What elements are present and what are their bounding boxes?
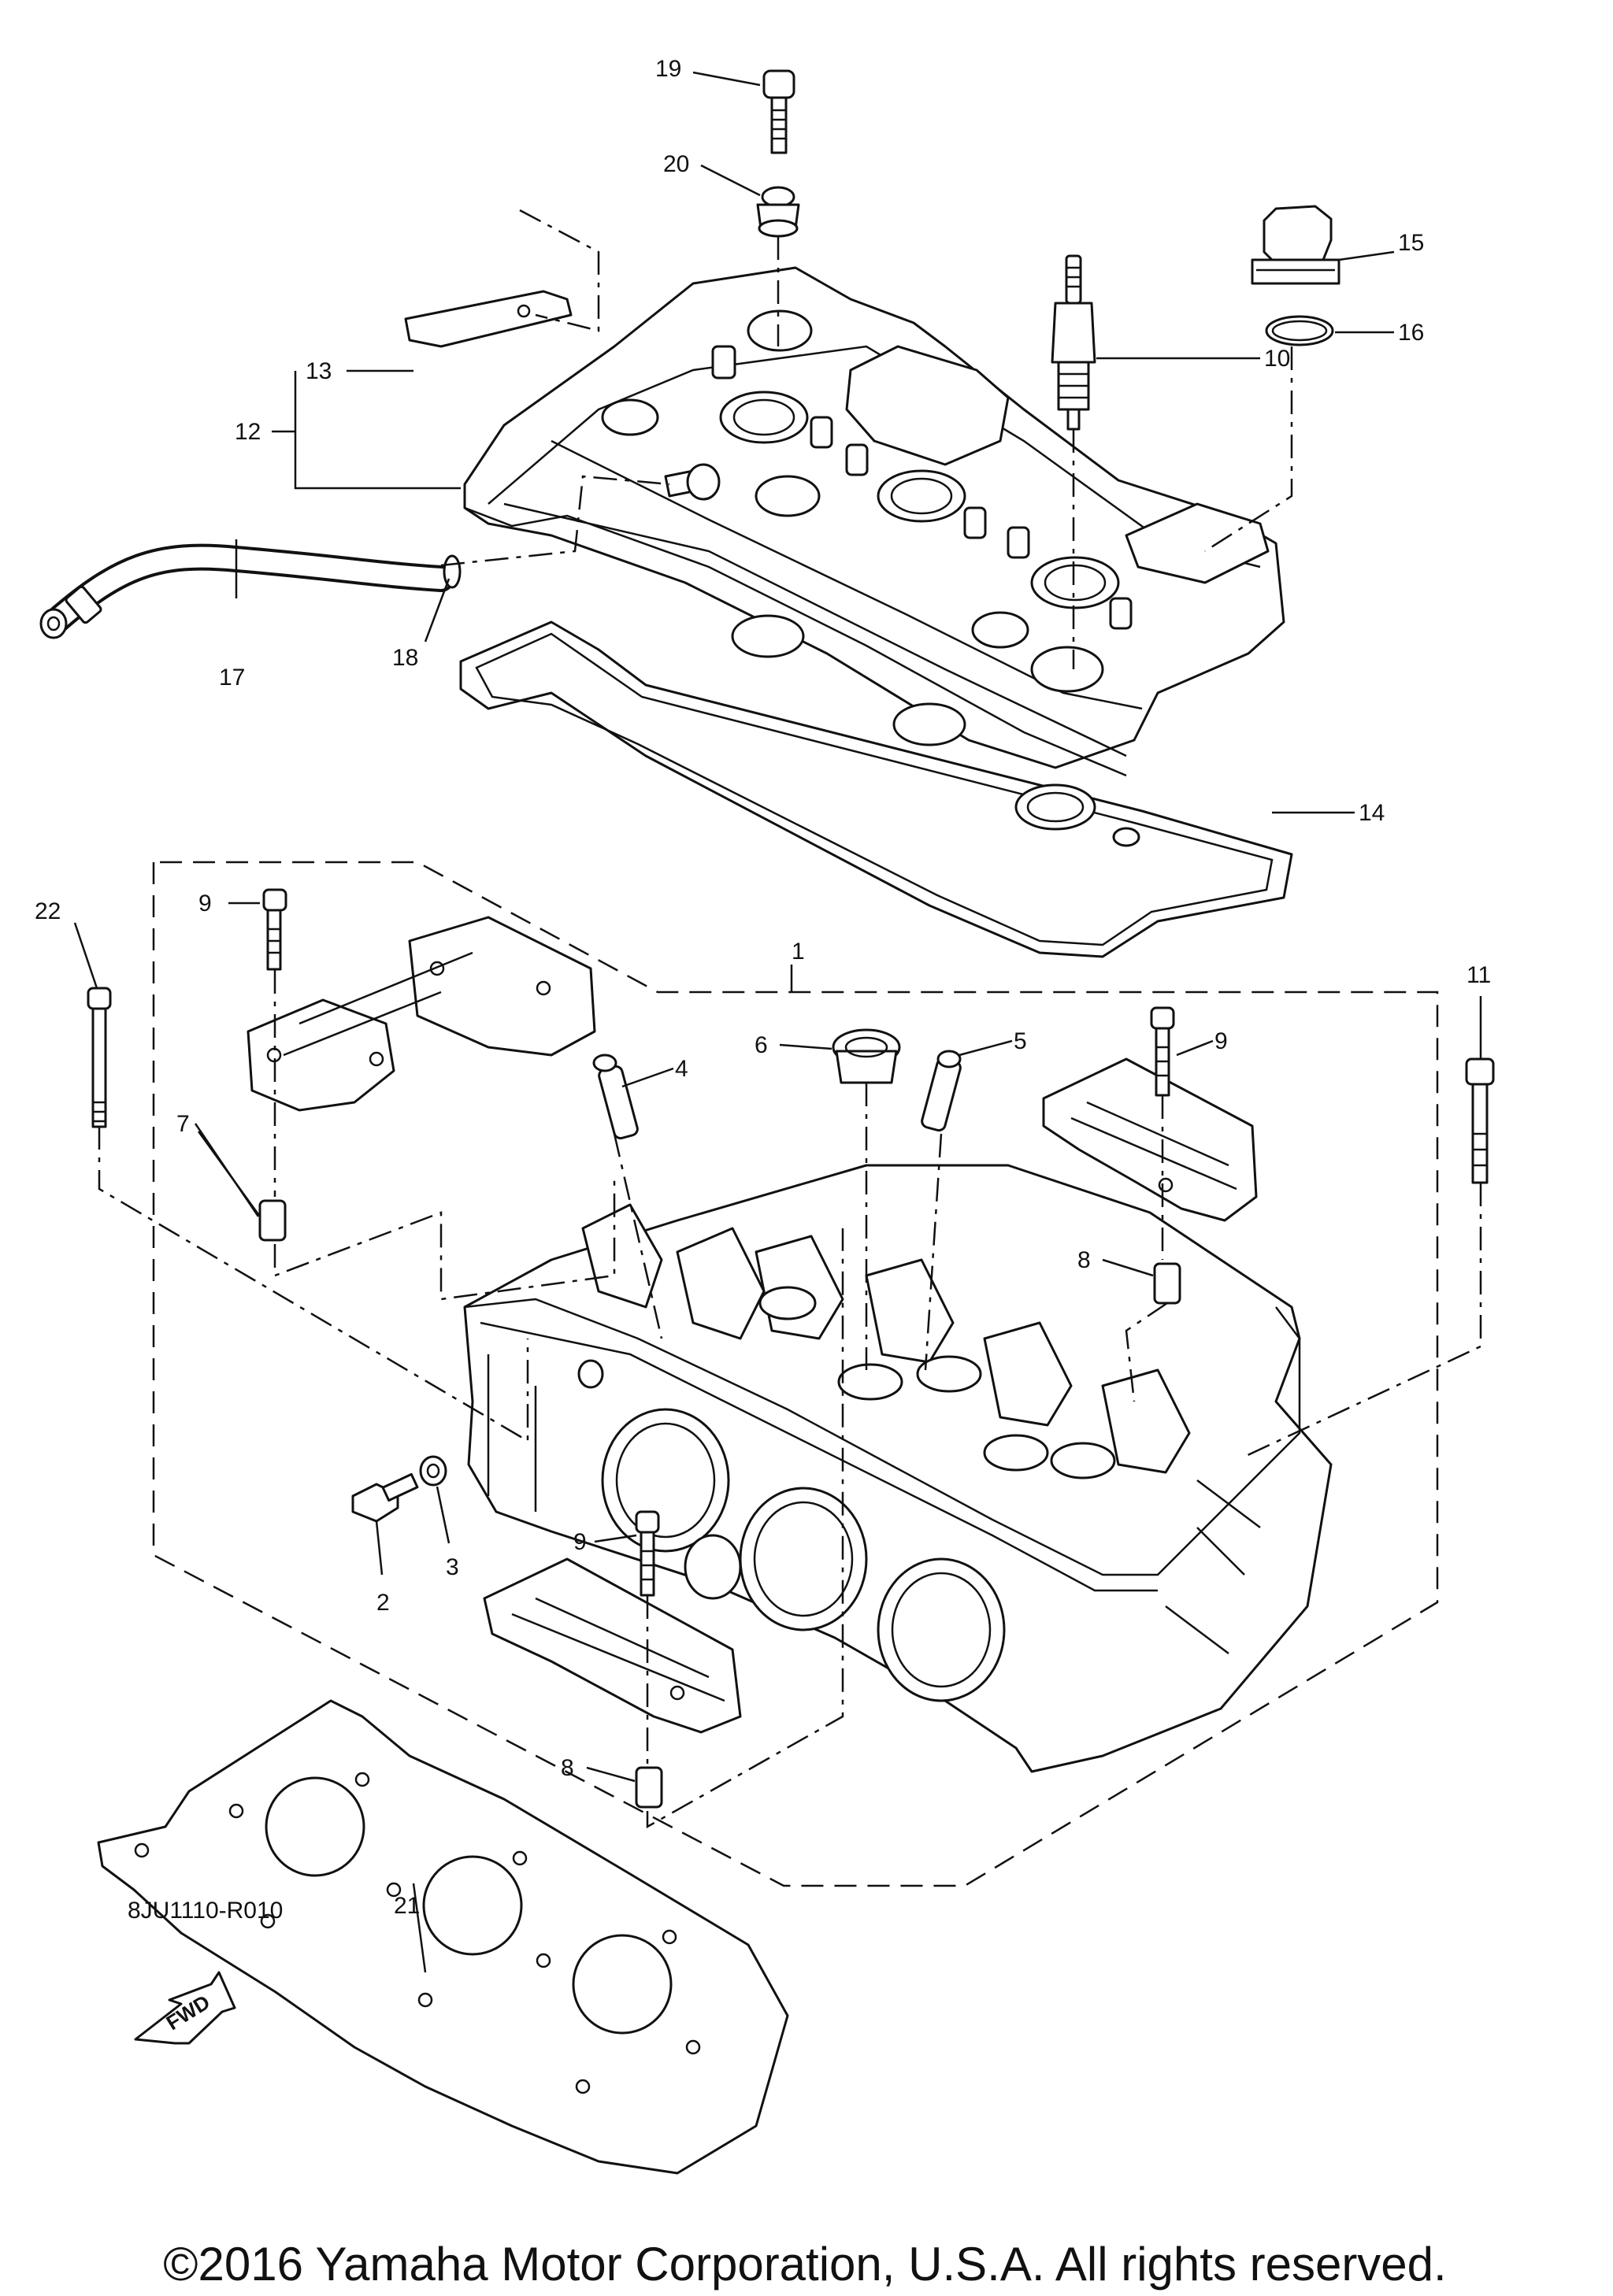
callout-5: 5: [1014, 1028, 1027, 1054]
cylinder-head-assembly-outline: [152, 861, 1439, 1887]
callout-10: 10: [1264, 346, 1290, 372]
callout-labels: 1 2 3 4 5 6 7 8 8 9 9 9 10 11 12 13 14 1…: [35, 56, 1491, 1919]
cylinder-head-gasket: [97, 1699, 789, 2175]
camshaft-cap-left: [247, 916, 596, 1112]
callout-9c: 9: [573, 1529, 587, 1555]
plug-cap: [832, 1028, 901, 1084]
breather-hose: [39, 543, 454, 639]
gasket-washer: [419, 1455, 447, 1487]
callout-16: 16: [1398, 320, 1424, 346]
stud-guide: [592, 1054, 639, 1140]
fwd-arrow-icon: FWD: [134, 1971, 236, 2045]
spark-plug: [1051, 254, 1096, 431]
dowel-pin: [258, 1199, 287, 1242]
callout-17: 17: [219, 665, 245, 691]
callout-1: 1: [792, 939, 805, 965]
cylinder-head: [463, 1164, 1333, 1773]
leader-lines: [73, 71, 1482, 1973]
head-bolt-long: [1465, 1057, 1495, 1184]
callout-8b: 8: [561, 1755, 574, 1781]
callout-14: 14: [1359, 800, 1385, 826]
callout-20: 20: [663, 151, 689, 177]
cylinder-head-cover: [459, 266, 1293, 958]
callout-19: 19: [655, 56, 681, 82]
cover-grommet: [756, 186, 800, 238]
callout-22: 22: [35, 898, 61, 924]
callout-21: 21: [394, 1893, 420, 1919]
oil-filler-cap: [1251, 205, 1340, 285]
cap-bolt: [262, 888, 287, 971]
callout-7: 7: [176, 1111, 190, 1137]
callout-3: 3: [446, 1554, 459, 1580]
camshaft-cap-lower: [483, 1557, 742, 1734]
callout-2: 2: [376, 1590, 390, 1616]
callout-12: 12: [235, 419, 261, 445]
callout-15: 15: [1398, 230, 1424, 256]
callout-8: 8: [1077, 1247, 1091, 1273]
diagram-code: 8JU1110-R010: [128, 1898, 283, 1924]
check-bolt: [351, 1472, 419, 1523]
callout-6: 6: [755, 1032, 768, 1058]
head-bolt-stud: [87, 987, 112, 1128]
dowel-pin: [1153, 1262, 1181, 1305]
cover-bolt: [762, 69, 795, 154]
cover-bracket: [404, 290, 573, 348]
dowel-pin: [635, 1766, 663, 1809]
stud-guide: [921, 1050, 962, 1132]
callout-9: 9: [198, 891, 212, 917]
camshaft-cap-right: [1042, 1057, 1258, 1222]
copyright-notice: ©2016 Yamaha Motor Corporation, U.S.A. A…: [163, 2238, 1446, 2290]
assembly-lines: [98, 209, 1482, 1829]
callout-4: 4: [675, 1056, 688, 1082]
cap-bolt: [1150, 1006, 1175, 1097]
callout-11: 11: [1467, 962, 1491, 988]
callout-13: 13: [306, 358, 332, 384]
callout-18: 18: [392, 645, 418, 671]
callout-9b: 9: [1214, 1028, 1228, 1054]
